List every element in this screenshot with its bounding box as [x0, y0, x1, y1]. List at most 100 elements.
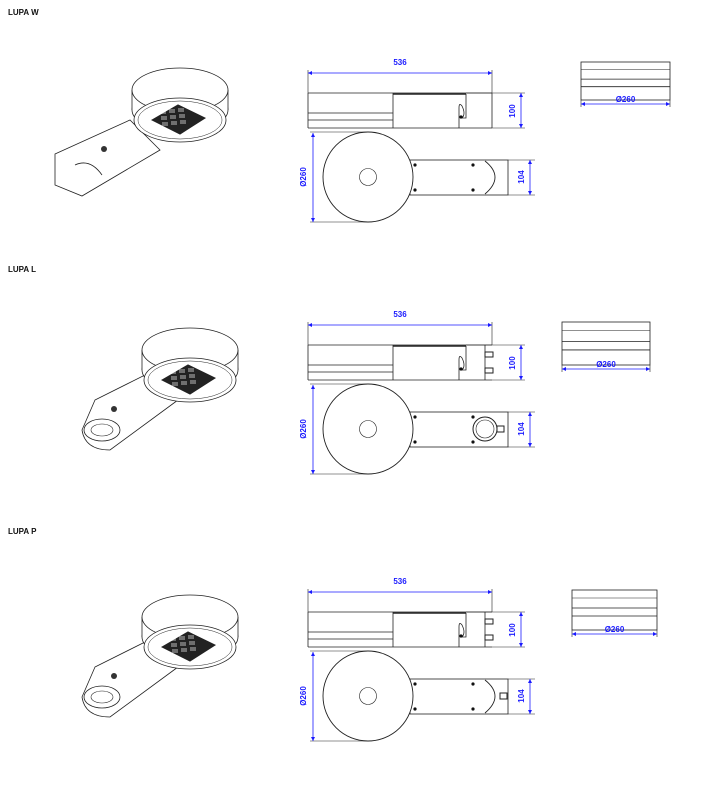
led-chip	[161, 116, 167, 120]
isometric-view	[81, 594, 239, 718]
lens-ring	[147, 627, 233, 667]
screw-icon	[413, 188, 417, 192]
dimension-arrow	[519, 612, 523, 647]
led-chip	[171, 121, 177, 125]
bolt-icon	[484, 351, 494, 358]
screw-icon	[413, 707, 417, 711]
luminaire-circle	[322, 650, 414, 742]
section-title-lupa-w: LUPA W	[8, 8, 39, 17]
arm-plan	[409, 159, 509, 196]
dimension-arrow	[519, 93, 523, 128]
screw-icon	[471, 440, 475, 444]
led-chip	[181, 648, 187, 652]
luminaire-circle	[322, 131, 414, 223]
screw-icon	[471, 188, 475, 192]
mounting-hook	[458, 613, 467, 647]
led-chip	[160, 110, 166, 114]
dimension-arrow	[528, 412, 532, 447]
isometric-view	[81, 327, 239, 451]
led-chip	[171, 643, 177, 647]
led-chip	[180, 375, 186, 379]
bolt-icon	[484, 634, 494, 641]
screw-icon	[459, 367, 463, 371]
bolt-icon	[484, 618, 494, 625]
led-chip	[190, 647, 196, 651]
screw-icon	[459, 634, 463, 638]
isometric-view	[54, 67, 229, 197]
led-chip	[170, 115, 176, 119]
pole-cradle	[484, 160, 496, 195]
led-chip	[171, 376, 177, 380]
lens-ring	[147, 360, 233, 400]
screw-icon	[111, 406, 117, 412]
center-circle	[359, 687, 377, 705]
led-chip	[189, 374, 195, 378]
front-body	[561, 321, 651, 366]
led-chip	[179, 114, 185, 118]
top-diameter-dimension: Ø260	[605, 625, 625, 634]
pole-clamp-hole	[90, 423, 114, 437]
arm-width-dimension: 104	[517, 689, 526, 703]
front-view: Ø260	[561, 321, 651, 372]
pole-clamp-ring	[83, 685, 121, 709]
arm-width-dimension: 104	[517, 422, 526, 436]
pole-hole	[475, 419, 495, 439]
led-chip	[189, 641, 195, 645]
led-chip	[172, 382, 178, 386]
height-dimension: 100	[508, 104, 517, 118]
screw-icon	[471, 163, 475, 167]
mounting-hook	[458, 94, 467, 128]
pole-clamp-ring	[83, 418, 121, 442]
led-chip	[181, 381, 187, 385]
led-chip	[180, 642, 186, 646]
screw-icon	[111, 673, 117, 679]
led-chip	[172, 649, 178, 653]
dimension-arrow	[519, 345, 523, 380]
pole-cradle	[484, 679, 496, 714]
led-chip	[162, 122, 168, 126]
center-circle	[359, 168, 377, 186]
led-module	[160, 364, 217, 395]
pole-clamp-hole	[90, 690, 114, 704]
section-title-lupa-l: LUPA L	[8, 265, 36, 274]
screw-icon	[471, 707, 475, 711]
top-diameter-dimension: Ø260	[616, 95, 636, 104]
screw-icon	[413, 440, 417, 444]
led-module	[150, 104, 207, 135]
led-chip	[188, 368, 194, 372]
led-module	[160, 631, 217, 662]
led-chip	[178, 108, 184, 112]
screw-icon	[459, 115, 463, 119]
bolt-icon	[496, 425, 505, 433]
bolt-icon	[484, 367, 494, 374]
front-view: Ø260	[571, 589, 658, 637]
mounting-hook	[458, 346, 467, 380]
led-chip	[180, 120, 186, 124]
front-body	[571, 589, 658, 631]
top-diameter-dimension: Ø260	[596, 360, 616, 369]
side-view: 536 100	[307, 58, 525, 129]
screw-icon	[413, 682, 417, 686]
arm-plan	[409, 678, 509, 715]
lens-ring	[137, 100, 223, 140]
led-chip	[170, 637, 176, 641]
screw-icon	[471, 682, 475, 686]
length-dimension: 536	[393, 577, 407, 586]
bolt-icon	[499, 692, 508, 700]
dimension-arrow	[528, 679, 532, 714]
height-dimension: 100	[508, 356, 517, 370]
screw-icon	[413, 415, 417, 419]
screw-icon	[413, 163, 417, 167]
led-chip	[190, 380, 196, 384]
length-dimension: 536	[393, 58, 407, 67]
led-chip	[179, 369, 185, 373]
led-chip	[169, 109, 175, 113]
led-chip	[188, 635, 194, 639]
